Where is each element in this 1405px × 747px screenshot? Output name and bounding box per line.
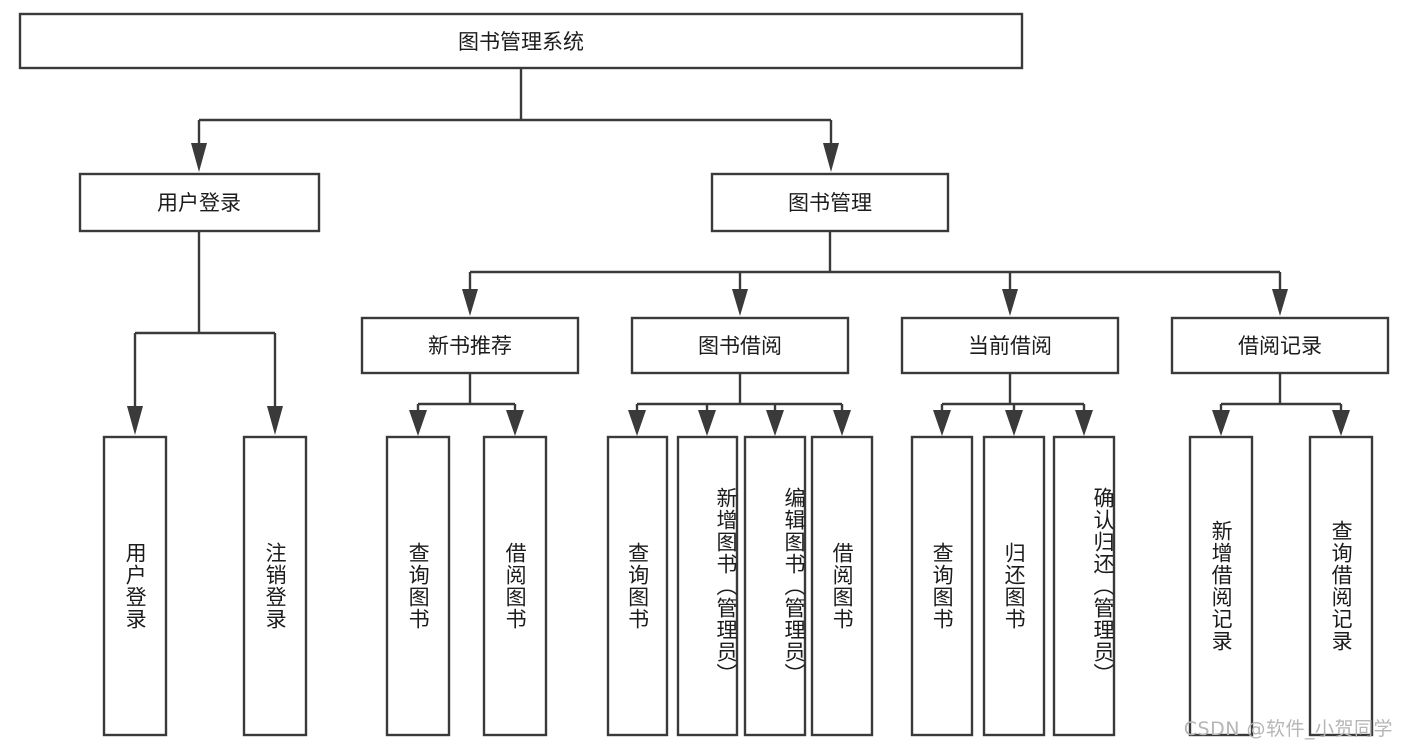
node-user-login-label: 用户登录 bbox=[157, 191, 241, 215]
node-root[interactable]: 图书管理系统 bbox=[18, 12, 1024, 70]
arrow-head-leaf-query-book-1 bbox=[409, 410, 427, 436]
node-borrow-record-label: 借阅记录 bbox=[1238, 334, 1322, 358]
arrow-head-borrow-record bbox=[1272, 289, 1288, 316]
arrow-head-user-login bbox=[191, 143, 207, 172]
node-leaf-user-logout-box[interactable] bbox=[242, 435, 308, 737]
arrow-head-leaf-query-book-2 bbox=[628, 410, 646, 436]
node-book-borrow-box[interactable] bbox=[630, 316, 850, 375]
arrow-head-current-borrow bbox=[1002, 289, 1018, 316]
arrow-head-leaf-add-record bbox=[1212, 410, 1230, 436]
arrow-head-leaf-borrow-book-2 bbox=[833, 410, 851, 436]
arrow-head-leaf-query-record bbox=[1332, 410, 1350, 436]
node-book-manage[interactable]: 图书管理 bbox=[710, 172, 950, 233]
node-leaf-confirm-return-box[interactable] bbox=[1052, 435, 1116, 737]
leaf-box-group bbox=[102, 435, 1374, 737]
node-leaf-query-book-1-box[interactable] bbox=[385, 435, 451, 737]
node-leaf-add-record-box[interactable] bbox=[1188, 435, 1254, 737]
node-book-borrow[interactable]: 图书借阅 bbox=[630, 316, 850, 375]
node-book-borrow-label: 图书借阅 bbox=[698, 334, 782, 358]
node-leaf-user-login-box[interactable] bbox=[102, 435, 168, 737]
node-current-borrow-box[interactable] bbox=[900, 316, 1120, 375]
arrow-head-leaf-user-logout bbox=[267, 406, 283, 435]
node-leaf-borrow-book-1-box[interactable] bbox=[482, 435, 548, 737]
arrow-head-leaf-user-login bbox=[127, 406, 143, 435]
node-root-label: 图书管理系统 bbox=[458, 30, 584, 54]
arrow-head-leaf-borrow-book-1 bbox=[506, 410, 524, 436]
node-user-login[interactable]: 用户登录 bbox=[78, 172, 321, 233]
connector-group bbox=[127, 68, 1350, 436]
node-user-login-box[interactable] bbox=[78, 172, 321, 233]
node-borrow-record[interactable]: 借阅记录 bbox=[1170, 316, 1390, 375]
node-leaf-return-book-box[interactable] bbox=[982, 435, 1046, 737]
node-leaf-query-book-3-box[interactable] bbox=[910, 435, 974, 737]
arrow-head-book-borrow bbox=[732, 289, 748, 316]
node-new-book-recommend-label: 新书推荐 bbox=[428, 334, 512, 358]
node-leaf-query-record-box[interactable] bbox=[1308, 435, 1374, 737]
arrow-head-leaf-return-book bbox=[1005, 410, 1023, 436]
node-book-manage-label: 图书管理 bbox=[788, 191, 872, 215]
node-new-book-recommend[interactable]: 新书推荐 bbox=[360, 316, 580, 375]
arrow-head-leaf-query-book-3 bbox=[933, 410, 951, 436]
arrow-head-leaf-confirm-return bbox=[1075, 410, 1093, 436]
arrow-head-leaf-edit-book bbox=[766, 410, 784, 436]
node-borrow-record-box[interactable] bbox=[1170, 316, 1390, 375]
node-book-manage-box[interactable] bbox=[710, 172, 950, 233]
arrow-head-new-book-recommend bbox=[462, 289, 478, 316]
csdn-watermark: CSDN @软件_小贺同学 bbox=[1183, 718, 1393, 740]
node-new-book-recommend-box[interactable] bbox=[360, 316, 580, 375]
arrow-head-book-manage bbox=[823, 143, 839, 172]
node-leaf-query-book-2-box[interactable] bbox=[606, 435, 669, 737]
node-leaf-add-book-box[interactable] bbox=[676, 435, 739, 737]
node-root-box[interactable] bbox=[18, 12, 1024, 70]
arrow-head-leaf-add-book bbox=[698, 410, 716, 436]
node-leaf-borrow-book-2-box[interactable] bbox=[810, 435, 874, 737]
node-current-borrow-label: 当前借阅 bbox=[968, 334, 1052, 358]
node-current-borrow[interactable]: 当前借阅 bbox=[900, 316, 1120, 375]
node-leaf-edit-book-box[interactable] bbox=[743, 435, 807, 737]
